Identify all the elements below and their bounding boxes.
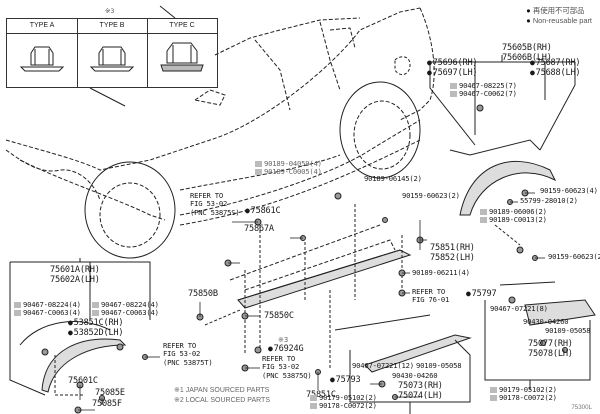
part-label-rear-clip[interactable]: 90467-08225(7)90467-C0062(7) <box>450 81 517 99</box>
clip-type-c-cell: TYPE C <box>147 19 217 87</box>
part-label-rear-screw-90189[interactable]: 90189-06006(2)90189-C0013(2) <box>480 207 547 225</box>
legend-item-jp: ● 再使用不可部品 <box>526 6 585 15</box>
part-label-90467-07221-8[interactable]: 90467-07221(8) <box>490 304 548 313</box>
part-label-75077[interactable]: 75077(RH)75078(LH) <box>528 339 573 359</box>
front-wheel <box>84 161 176 259</box>
part-label-90189-06211[interactable]: 90189-06211(4) <box>412 268 470 277</box>
part-label-75851[interactable]: 75851(RH)75852(LH) <box>430 243 475 263</box>
rear-wheel <box>339 81 421 179</box>
clip-type-c-header: TYPE C <box>147 19 217 34</box>
part-label-75688[interactable]: 75688(LH) <box>530 68 581 79</box>
part-label-55799[interactable]: 55799-28010(2) <box>520 196 578 205</box>
clip-type-b-icon <box>89 46 135 72</box>
part-label-rear-screw-90159-2[interactable]: 90159-60623(2) <box>548 252 600 261</box>
part-label-75601C[interactable]: 75601C <box>68 376 98 386</box>
part-label-75073[interactable]: 75073(RH)75074(LH) <box>398 381 443 401</box>
part-label-rear-door-screw[interactable]: 90179-05102(2)90178-C0072(2) <box>490 385 557 403</box>
front-wheel-flare <box>9 258 151 396</box>
bullet-icon: ● <box>526 6 531 15</box>
part-label-75861C[interactable]: 75861C <box>245 206 281 217</box>
part-label-53851C[interactable]: 53851C(RH) <box>68 318 124 329</box>
part-label-75851C[interactable]: 75851C <box>306 390 336 400</box>
clip-type-c-icon <box>160 42 204 72</box>
clip-type-a-header: TYPE A <box>7 19 77 34</box>
footnote-japan: ※1 JAPAN SOURCED PARTS <box>174 387 270 394</box>
rear-fuel-door <box>394 56 411 76</box>
leader-lines <box>78 192 545 411</box>
clip-type-a-icon <box>19 46 65 72</box>
source-footnotes: ※1 JAPAN SOURCED PARTS ※2 LOCAL SOURCED … <box>174 386 270 406</box>
clip-type-b-header: TYPE B <box>77 19 147 34</box>
part-label-90467-07221-12[interactable]: 90467-07221(12) <box>352 361 414 370</box>
part-label-90189-06145[interactable]: 90189-06145(2) <box>364 174 422 183</box>
clip-table-note: ※3 <box>105 7 115 15</box>
figure-code: 75300L <box>571 404 592 411</box>
front-door-molding <box>334 314 472 414</box>
part-label-75793[interactable]: 75793 <box>330 375 361 386</box>
part-label-75697[interactable]: 75697(LH) <box>427 68 478 79</box>
part-label-75687[interactable]: 75687(RH) <box>530 58 581 69</box>
part-label-front-clip-left[interactable]: 90467-08224(4)90467-C0063(4) <box>14 300 81 318</box>
part-label-rear-screw-90159-4[interactable]: 90159-60623(4) <box>540 186 598 195</box>
footnote-local: ※2 LOCAL SOURCED PARTS <box>174 397 270 404</box>
part-label-75696[interactable]: 75696(RH) <box>427 58 478 69</box>
part-label-90109-05058-rear[interactable]: 90109-05058 <box>545 326 591 335</box>
part-label-75085F[interactable]: 75085F <box>92 399 122 409</box>
rocker-molding <box>229 224 412 309</box>
part-label-rear-flare[interactable]: 75605B(RH)75606B(LH) <box>502 43 552 63</box>
part-label-75850C[interactable]: 75850C <box>264 311 294 321</box>
legend-item-en: ● Non-reusable part <box>526 16 592 25</box>
bullet-icon: ● <box>526 16 531 25</box>
clip-type-table: ※3 TYPE A TYPE B TYPE C <box>6 7 218 88</box>
part-label-front-door-screw[interactable]: 90179-05102(2)90178-C0072(2) <box>310 393 377 411</box>
part-label-76924G[interactable]: 76924G <box>268 344 304 355</box>
clip-type-b-cell: TYPE B <box>77 19 148 87</box>
part-label-75867A[interactable]: 75867A <box>244 224 274 234</box>
part-label-front-flare[interactable]: 75601A(RH)75602A(LH) <box>50 265 100 285</box>
part-label-75797[interactable]: 75797 <box>466 289 497 300</box>
part-label-90430-04260-rear[interactable]: 90430-04260 <box>523 317 569 326</box>
front-bumper <box>5 149 101 201</box>
part-label-90159-60623-rocker[interactable]: 90159-60623(2) <box>402 191 460 200</box>
legend: ● 再使用不可部品 ● Non-reusable part <box>526 6 592 26</box>
clip-type-a-cell: TYPE A <box>7 19 78 87</box>
part-label-53852D[interactable]: 53852D(LH) <box>68 328 124 339</box>
part-label-75085E[interactable]: 75085E <box>95 388 125 398</box>
rear-door-molding <box>484 281 596 390</box>
part-label-90109-05058-front[interactable]: 90109-05058 <box>416 361 462 370</box>
part-note-76924G: ※3 <box>278 335 288 344</box>
part-label-rocker-screw-top[interactable]: 90189-04059(4)90189-C0005(4) <box>255 159 322 177</box>
part-label-90430-04260-front[interactable]: 90430-04260 <box>392 371 438 380</box>
part-label-75850B[interactable]: 75850B <box>188 289 218 299</box>
part-label-front-clip-right[interactable]: 90467-08224(4)90467-C0063(4) <box>92 300 159 318</box>
